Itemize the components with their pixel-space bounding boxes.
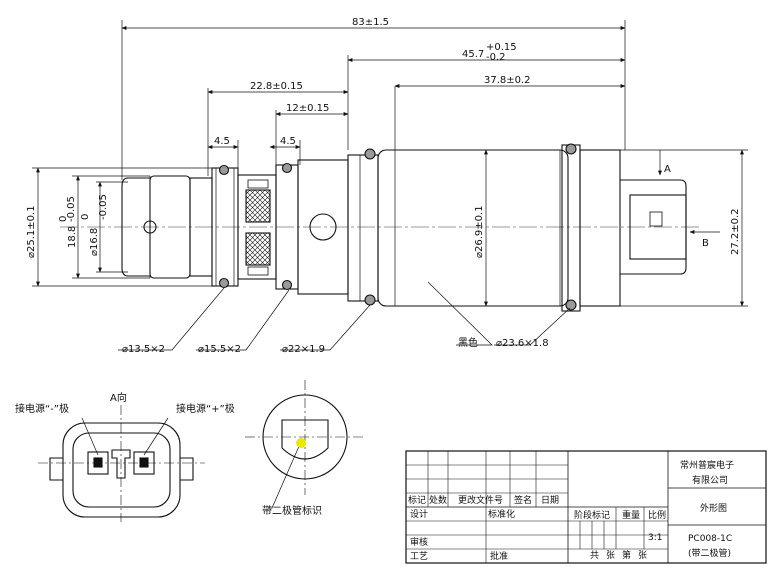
callout-leaders — [118, 281, 571, 351]
oring-23-6-top — [565, 143, 577, 155]
dim-4-5-left: 4.5 — [214, 136, 230, 147]
callout-oring-15-5: ⌀15.5×2 — [198, 344, 241, 355]
diode-mark-label: 带二极管标识 — [262, 504, 322, 517]
end-cap — [579, 149, 621, 307]
title-block: 标记 处数 更改文件号 签名 日期 设计 标准化 审核 工艺 批准 阶段标记 重… — [405, 450, 767, 564]
view-arrow-b-label: B — [702, 238, 709, 249]
main-side-view — [60, 143, 700, 312]
callout-labels: ⌀13.5×2 ⌀15.5×2 ⌀22×1.9 黑色 ⌀23.6×1.8 — [122, 336, 549, 355]
callout-oring-13-5: ⌀13.5×2 — [122, 344, 165, 355]
tb-approve: 批准 — [490, 550, 508, 562]
tb-drawing-name: 外形图 — [700, 502, 727, 514]
tb-design: 设计 — [410, 508, 428, 520]
tb-scale: 比例 — [648, 509, 666, 521]
oring-13-5-bottom — [218, 277, 230, 289]
dim-83: 83±1.5 — [352, 17, 389, 28]
dim-37-8: 37.8±0.2 — [484, 75, 531, 86]
oring-15-5-top — [281, 162, 293, 174]
left-connector-cap — [121, 177, 150, 277]
oring-15-5-bottom — [281, 279, 293, 291]
tb-sheet-no: 第 — [622, 549, 631, 561]
tb-company-line2: 有限公司 — [692, 474, 728, 486]
callout-oring-23-6: ⌀23.6×1.8 — [496, 338, 549, 349]
dim-27-2: 27.2±0.2 — [730, 208, 741, 255]
dim-18-8-upper: 0 — [58, 216, 69, 222]
tb-sheets-total: 共 — [590, 550, 599, 561]
view-a-inner — [72, 432, 171, 508]
dim-18-8: 18.8 — [67, 226, 78, 248]
dim-dia-25-1: ⌀25.1±0.1 — [26, 205, 37, 258]
tb-hdr-change-doc: 更改文件号 — [458, 494, 503, 506]
dim-16-8-upper: 0 — [80, 214, 91, 220]
tb-hdr-sign: 签名 — [514, 494, 532, 506]
view-a-labels: A向 接电源“-”极 接电源“+”极 — [15, 391, 235, 415]
oring-22-top — [364, 148, 376, 160]
tb-stage-mark: 阶段标记 — [574, 509, 610, 521]
tb-hdr-count: 处数 — [429, 494, 447, 506]
dimensions — [32, 20, 748, 307]
dimension-labels: 83±1.5 45.7 +0.15 -0.2 37.8±0.2 22.8±0.1… — [26, 17, 741, 258]
tb-hdr-date: 日期 — [541, 495, 559, 506]
oring-22-bottom — [364, 294, 376, 306]
callout-black: 黑色 — [458, 336, 478, 349]
neg-pole-label: 接电源“-”极 — [15, 402, 69, 415]
dim-45-7-upper: +0.15 — [486, 42, 517, 53]
tb-review: 审核 — [410, 536, 428, 548]
tb-sheet-unit: 张 — [606, 550, 615, 561]
groove-body-3 — [561, 144, 581, 312]
tb-company-line1: 常州普宸电子 — [680, 459, 734, 471]
coil-body — [377, 149, 569, 307]
dim-45-7: 45.7 — [462, 49, 484, 60]
dim-dia-16-8: ⌀16.8 — [89, 228, 100, 256]
view-a-ear-right — [180, 457, 194, 481]
tb-hdr-mark: 标记 — [408, 494, 426, 506]
callout-oring-22: ⌀22×1.9 — [282, 344, 325, 355]
dim-12: 12±0.15 — [286, 103, 329, 114]
side-port-hole — [309, 213, 337, 241]
pos-pole-label: 接电源“+”极 — [176, 402, 235, 415]
filter-mesh-upper — [245, 189, 271, 223]
rear-terminal — [629, 194, 687, 260]
view-a-outer — [62, 422, 181, 518]
dim-dia-26-9: ⌀26.9±0.1 — [474, 205, 485, 258]
filter-mesh-lower — [245, 232, 271, 266]
diode-view-body — [281, 419, 329, 460]
tb-weight: 重量 — [622, 509, 640, 521]
diode-mark-view — [245, 380, 365, 509]
view-a-drawing — [38, 405, 205, 522]
tb-part-note: (带二极管) — [688, 547, 731, 559]
flange — [347, 154, 379, 302]
tb-process: 工艺 — [410, 551, 428, 562]
tb-scale-value: 3:1 — [648, 533, 662, 543]
tb-standardize: 标准化 — [488, 508, 515, 520]
dim-45-7-lower: -0.2 — [486, 52, 506, 63]
dim-4-5-right: 4.5 — [280, 136, 296, 147]
tb-sheet-unit2: 张 — [638, 550, 647, 561]
dim-22-8: 22.8±0.15 — [250, 81, 303, 92]
view-arrow-a-label: A — [664, 164, 671, 175]
view-a-title: A向 — [110, 391, 127, 404]
dim-16-8-lower: -0.05 — [98, 194, 109, 220]
oring-23-6-bottom — [565, 299, 577, 311]
tb-part-number: PC008-1C — [688, 534, 732, 544]
view-a-ear-left — [49, 457, 63, 481]
key-slot — [111, 449, 131, 479]
oring-13-5-top — [218, 164, 230, 176]
dim-18-8-lower: -0.05 — [66, 196, 77, 222]
diode-indicator-dot — [296, 438, 306, 448]
